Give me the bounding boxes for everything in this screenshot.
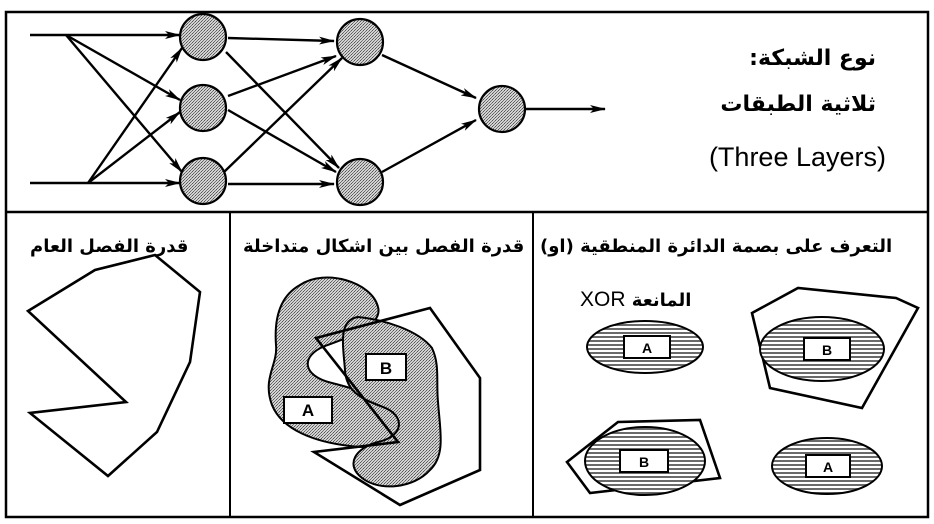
network-type-label: نوع الشبكة: [749,46,876,71]
network-type-value-en: (Three Layers) [708,142,886,172]
overlap-label-b: B [380,359,392,378]
panel-xor-title-en: XOR [580,288,626,311]
overlap-label-a: A [302,401,314,420]
xor-label-box-1 [623,335,671,359]
xor-boundary-top [750,286,920,410]
hidden1-node-3 [178,156,228,206]
xor-panel-shapes [565,286,920,496]
xor-label-box-2 [803,337,851,361]
xor-label-4: A [823,459,833,475]
figure-frame [4,10,930,519]
panel-general-title: قدرة الفصل العام [30,236,189,257]
panel-xor-title-ar: المانعة [631,290,692,311]
panel-overlapping-title: قدرة الفصل بين اشكال متداخلة [243,236,525,257]
hidden2-node-2 [335,157,385,207]
panel-xor-title-line2: المانعة XOR [580,288,691,312]
xor-boundary-bottom [565,418,722,495]
overlap-boundary-polygon [310,306,482,507]
shape-labels: A B A B B A [302,340,833,475]
xor-label-box-4 [805,454,851,478]
overlap-label-box-b [365,353,407,381]
network-nodes [178,12,527,207]
network-type-value: ثلاثية الطبقات [720,92,876,117]
general-region-polygon [25,253,202,478]
network-connections [30,31,606,188]
overlap-label-box-a [283,396,333,424]
hidden1-node-2 [178,83,228,133]
xor-label-box-3 [619,449,669,473]
hidden1-node-1 [178,12,228,62]
xor-label-1: A [642,340,652,356]
panel-xor-title-line1: التعرف على بصمة الدائرة المنطقية (او) [540,236,893,257]
xor-label-2: B [822,342,832,358]
output-node [477,84,527,134]
xor-label-3: B [639,454,649,470]
overlap-panel-shapes [267,276,482,507]
hidden2-node-1 [335,17,385,67]
